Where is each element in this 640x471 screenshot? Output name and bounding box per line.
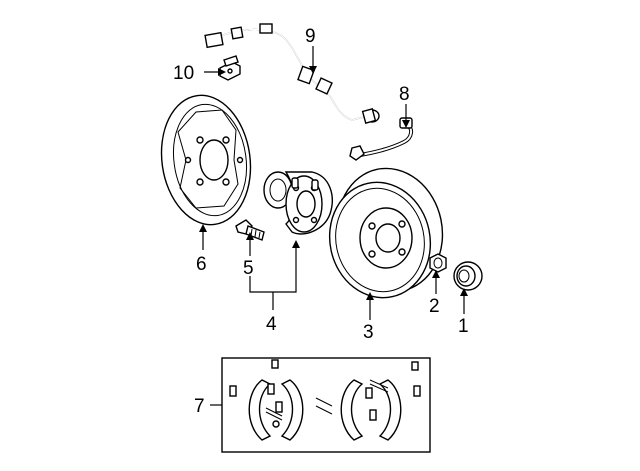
callout-1: 1 [458, 316, 469, 337]
callout-2: 2 [429, 296, 440, 317]
callout-10: 10 [173, 63, 194, 84]
callout-8: 8 [399, 84, 410, 105]
part-1-hub-cap[interactable] [453, 261, 483, 291]
part-6-backing-plate[interactable] [153, 90, 258, 231]
part-2-spindle-nut[interactable] [429, 253, 447, 273]
callout-5: 5 [243, 258, 254, 279]
callout-7: 7 [194, 396, 205, 417]
leader-lines [199, 46, 468, 406]
callout-6: 6 [196, 254, 207, 275]
part-5-hub-bolt[interactable] [235, 219, 265, 241]
part-9-abs-sensor-harness[interactable] [204, 23, 380, 124]
part-10-bracket[interactable] [219, 55, 241, 81]
part-4-hub-bearing[interactable] [263, 171, 333, 235]
callout-9: 9 [305, 26, 316, 47]
leader-5-4 [249, 240, 300, 293]
part-8-brake-hose[interactable] [349, 117, 413, 161]
part-7-brake-shoe-kit[interactable] [221, 357, 431, 453]
callout-3: 3 [363, 322, 374, 343]
callout-4: 4 [266, 314, 277, 335]
part-3-brake-drum[interactable] [319, 159, 454, 308]
callout-numbers: 9 10 8 6 5 4 3 2 1 7 [173, 26, 469, 417]
